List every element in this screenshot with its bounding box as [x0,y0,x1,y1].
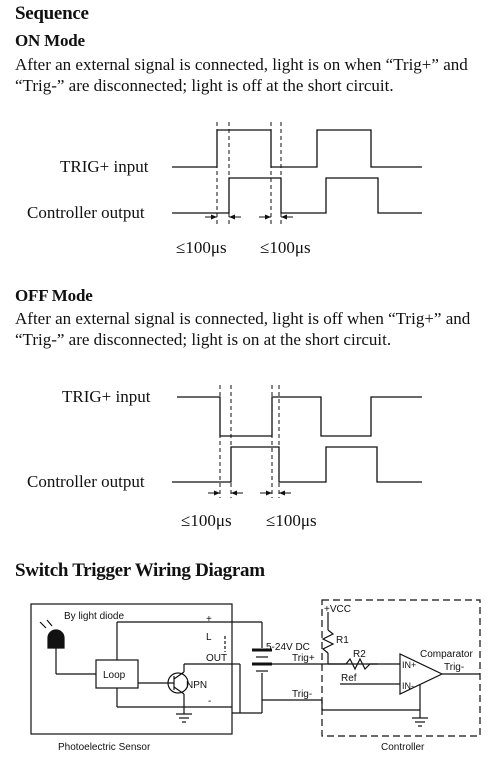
label-supply: 5-24V DC [266,642,310,653]
r1-resistor [321,629,335,654]
label-comparator: Comparator [420,649,473,660]
label-controller: Controller [381,742,425,753]
label-r2: R2 [353,649,366,660]
label-minus: - [208,696,211,707]
off-timing-1: ≤100μs [181,511,232,530]
on-timing-1: ≤100μs [176,238,227,257]
off-mode-description: After an external signal is connected, l… [15,309,471,349]
label-by-light-diode: By light diode [64,611,124,622]
label-vcc: +VCC [324,604,351,615]
light-diode-icon [47,629,65,649]
sequence-title: Sequence [15,3,89,24]
comparator-symbol [399,653,444,695]
label-trig-minus: Trig- [292,689,312,700]
label-comparator-trig: Trig- [444,662,464,673]
on-output-label: Controller output [27,203,145,222]
label-plus: + [206,614,212,625]
on-mode-description: After an external signal is connected, l… [15,55,468,95]
label-out: OUT [206,653,227,664]
on-timing-2: ≤100μs [260,238,311,257]
sensor-box [30,603,233,735]
on-mode-title: ON Mode [15,31,85,50]
label-ref: Ref [341,673,357,684]
label-npn: NPN [186,680,207,691]
off-timing-2: ≤100μs [266,511,317,530]
controller-box [321,599,481,737]
on-trig-waveform [172,129,422,168]
off-output-label: Controller output [27,472,145,491]
on-trig-label: TRIG+ input [60,157,149,176]
label-photoelectric-sensor: Photoelectric Sensor [58,742,151,753]
off-mode-title: OFF Mode [15,286,93,305]
label-l: L [206,632,212,643]
r2-resistor [345,657,371,671]
off-trig-label: TRIG+ input [62,387,151,406]
label-in-plus: IN+ [402,660,416,670]
label-loop: Loop [103,670,126,681]
label-trig-plus: Trig+ [292,653,315,664]
wiring-title: Switch Trigger Wiring Diagram [15,560,265,581]
label-r1: R1 [336,635,349,646]
label-in-minus: IN- [402,681,414,691]
